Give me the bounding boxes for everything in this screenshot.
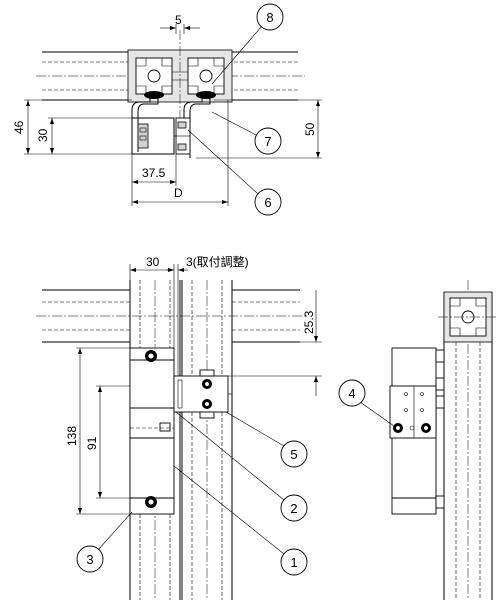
callout-4: 4: [338, 379, 395, 427]
side-view: 4: [338, 280, 498, 600]
callout-6-label: 6: [264, 195, 271, 210]
dim-5: 5: [160, 13, 200, 34]
callout-5-label: 5: [290, 447, 297, 462]
front-sensor-body: [129, 347, 175, 515]
callout-2-label: 2: [290, 501, 297, 516]
top-profile-section: [127, 30, 233, 120]
callout-3-label: 3: [86, 552, 93, 567]
side-profile-section: [438, 291, 498, 343]
dim-30-front-label: 30: [146, 255, 160, 269]
dim-D: D: [132, 100, 229, 206]
top-sensor-block: [131, 117, 191, 155]
front-rail: [36, 289, 306, 343]
side-bracket: [389, 385, 437, 439]
callout-5: 5: [225, 411, 308, 468]
callout-3: 3: [76, 511, 133, 573]
dim-50: 50: [196, 99, 322, 159]
callout-7: 7: [211, 111, 282, 155]
dim-37-5: 37.5: [131, 154, 177, 206]
dim-25-3: 25.3: [228, 290, 322, 396]
dim-50-label: 50: [303, 122, 317, 136]
dim-3-adjust: 3(取付調整): [166, 254, 249, 376]
callout-7-label: 7: [264, 134, 271, 149]
top-view: 5 46 30 50: [12, 3, 322, 216]
callout-4-label: 4: [348, 386, 355, 401]
dim-3-adjust-label: 3(取付調整): [186, 254, 249, 269]
dim-138: 138: [65, 347, 130, 515]
dim-30-top-label: 30: [36, 128, 50, 142]
dim-91-label: 91: [85, 436, 99, 450]
dim-138-label: 138: [65, 426, 79, 446]
dim-37-5-label: 37.5: [142, 166, 166, 180]
front-bracket: [173, 369, 232, 419]
front-view: 30 3(取付調整) 25.3 138: [36, 254, 322, 600]
callout-8-label: 8: [266, 10, 273, 25]
callout-2: 2: [175, 411, 308, 522]
dim-D-label: D: [174, 186, 183, 200]
dim-46-label: 46: [12, 120, 26, 134]
callout-6: 6: [187, 129, 282, 216]
callout-8: 8: [211, 3, 284, 85]
dim-46: 46: [12, 99, 132, 155]
dim-30-front: 30: [129, 255, 175, 348]
callout-1-label: 1: [290, 555, 297, 570]
dim-91: 91: [85, 385, 130, 499]
dim-30-top: 30: [36, 117, 132, 154]
dim-25-3-label: 25.3: [302, 310, 316, 334]
dim-5-label: 5: [175, 13, 182, 27]
callout-1: 1: [173, 465, 308, 576]
top-brackets: [131, 91, 216, 158]
